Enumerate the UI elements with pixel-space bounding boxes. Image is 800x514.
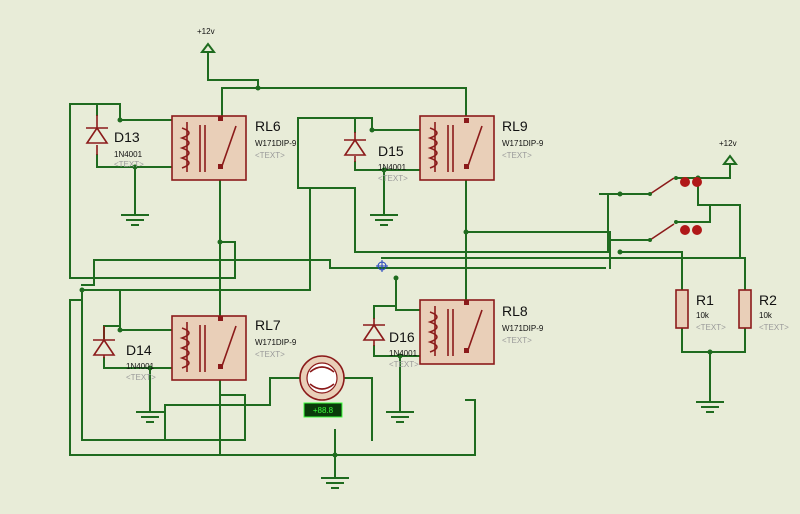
button-icon[interactable] xyxy=(680,225,690,235)
switch-2[interactable] xyxy=(648,220,702,242)
resistor-value: 10k xyxy=(696,311,710,320)
ground-icon xyxy=(136,411,164,423)
resistor-r2[interactable]: R2 10k <TEXT> xyxy=(738,289,789,332)
motor-readout: +88.8 xyxy=(313,406,334,415)
relay-value: W171DIP-9 xyxy=(255,139,297,148)
power-terminal-2[interactable]: +12v xyxy=(719,139,738,171)
ground-icon xyxy=(370,214,398,226)
crosshair-icon xyxy=(376,260,388,272)
diode-ref: D15 xyxy=(378,143,404,159)
switch-1[interactable] xyxy=(648,176,702,196)
diode-d14[interactable]: D14 1N4001 <TEXT> xyxy=(92,326,156,382)
relay-ref: RL7 xyxy=(255,317,281,333)
button-icon[interactable] xyxy=(692,225,702,235)
diode-text: <TEXT> xyxy=(114,160,144,169)
resistor-r1[interactable]: R1 10k <TEXT> xyxy=(675,289,726,332)
ground-icon xyxy=(696,401,724,413)
relay-value: W171DIP-9 xyxy=(255,338,297,347)
diode-value: 1N4001 xyxy=(378,163,407,172)
resistor-text: <TEXT> xyxy=(696,323,726,332)
ground-icon xyxy=(386,411,414,423)
relay-rl7[interactable]: RL7 W171DIP-9 <TEXT> xyxy=(171,315,297,381)
power-label: +12v xyxy=(197,27,215,36)
resistor-value: 10k xyxy=(759,311,773,320)
junction-dots xyxy=(79,85,713,458)
relay-rl8[interactable]: RL8 W171DIP-9 <TEXT> xyxy=(419,299,544,365)
resistor-text: <TEXT> xyxy=(759,323,789,332)
resistor-ref: R2 xyxy=(759,292,777,308)
relay-rl9[interactable]: RL9 W171DIP-9 <TEXT> xyxy=(419,115,544,181)
power-label: +12v xyxy=(719,139,737,148)
diode-value: 1N4001 xyxy=(126,362,155,371)
relay-ref: RL6 xyxy=(255,118,281,134)
ground-icon xyxy=(121,214,149,226)
diode-ref: D14 xyxy=(126,342,152,358)
relay-rl6[interactable]: RL6 W171DIP-9 <TEXT> xyxy=(171,115,297,181)
ground-icon xyxy=(321,477,349,489)
relay-value: W171DIP-9 xyxy=(502,324,544,333)
diode-text: <TEXT> xyxy=(378,174,408,183)
diode-d15[interactable]: D15 1N4001 <TEXT> xyxy=(343,132,408,183)
power-terminal-1[interactable]: +12v xyxy=(197,27,216,59)
diode-d13[interactable]: D13 1N4001 <TEXT> xyxy=(85,115,144,169)
diode-text: <TEXT> xyxy=(389,360,419,369)
resistor-ref: R1 xyxy=(696,292,714,308)
diode-ref: D13 xyxy=(114,129,140,145)
diode-value: 1N4001 xyxy=(114,150,143,159)
diode-ref: D16 xyxy=(389,329,415,345)
relay-text: <TEXT> xyxy=(502,151,532,160)
relay-text: <TEXT> xyxy=(502,336,532,345)
diode-value: 1N4001 xyxy=(389,349,418,358)
wires xyxy=(69,57,746,479)
button-icon[interactable] xyxy=(692,177,702,187)
button-icon[interactable] xyxy=(680,177,690,187)
relay-ref: RL9 xyxy=(502,118,528,134)
diode-d16[interactable]: D16 1N4001 <TEXT> xyxy=(362,318,419,369)
motor[interactable]: +88.8 xyxy=(299,355,345,418)
ground-symbols xyxy=(121,214,724,489)
relay-value: W171DIP-9 xyxy=(502,139,544,148)
relay-text: <TEXT> xyxy=(255,350,285,359)
relay-text: <TEXT> xyxy=(255,151,285,160)
diode-text: <TEXT> xyxy=(126,373,156,382)
relay-ref: RL8 xyxy=(502,303,528,319)
